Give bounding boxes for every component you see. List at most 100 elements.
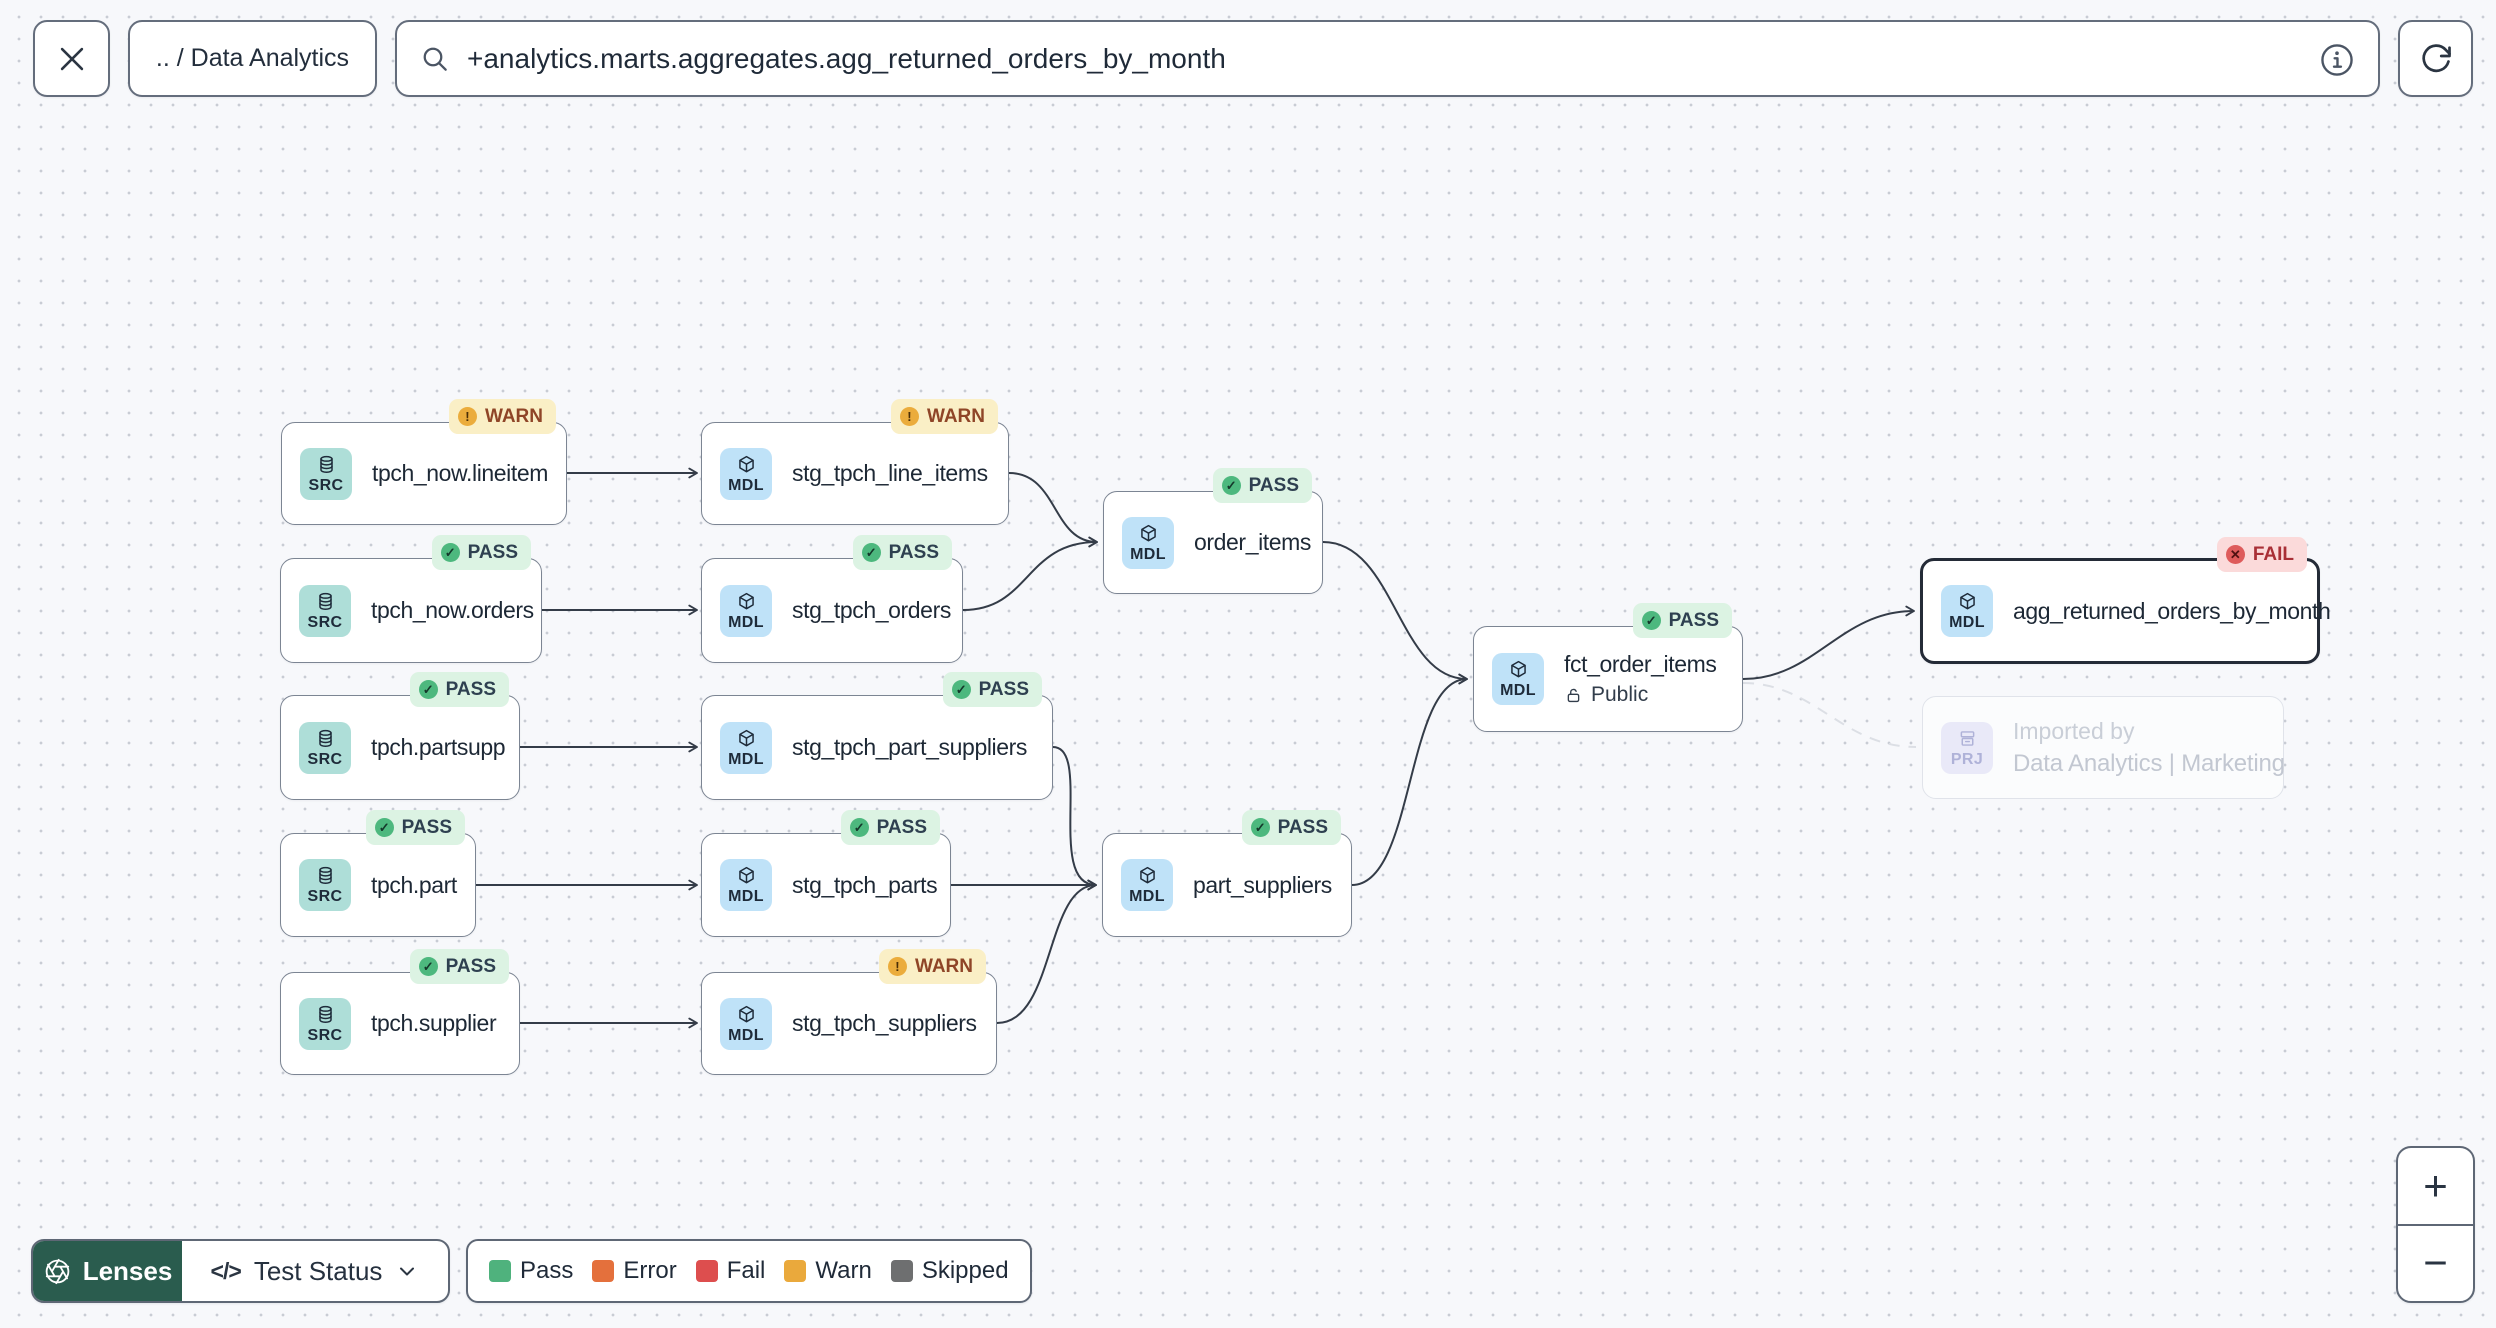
status-label: WARN — [914, 955, 973, 977]
search-input[interactable] — [467, 42, 2308, 75]
node-tpch_now-lineitem[interactable]: ! WARN SRC tpch_now.lineitem — [281, 399, 567, 525]
pass-color-swatch — [489, 1260, 511, 1282]
node-stg_tpch_suppliers[interactable]: ! WARN MDL stg_tpch_suppliers — [701, 949, 997, 1075]
node-tpch-part[interactable]: ✓ PASS SRC tpch.part — [280, 810, 476, 937]
node-tpch-partsupp[interactable]: ✓ PASS SRC tpch.partsupp — [280, 672, 520, 800]
imported-by-title: Imported by — [2013, 717, 2135, 744]
type-label: SRC — [307, 750, 343, 768]
status-label: WARN — [926, 405, 985, 427]
database-icon — [318, 592, 332, 610]
node-agg_returned_orders_by_month[interactable]: ✕ FAIL MDL agg_returned_orders_by_month — [1920, 537, 2331, 664]
lock-open-icon — [1567, 688, 1580, 702]
close-icon — [60, 47, 83, 70]
lens-selector-dropdown[interactable]: </> Test Status — [182, 1241, 448, 1301]
node-label: stg_tpch_suppliers — [792, 1010, 977, 1036]
model-type-chip: MDL — [720, 997, 772, 1050]
breadcrumb[interactable]: .. / Data Analytics — [128, 20, 377, 97]
archive-box-icon — [1960, 730, 1974, 746]
warn-icon: ! — [887, 957, 907, 976]
type-label: SRC — [307, 613, 343, 631]
check-icon: ✓ — [951, 680, 971, 699]
node-label: part_suppliers — [1193, 871, 1332, 898]
node-tpch_now-orders[interactable]: ✓ PASS SRC tpch_now.orders — [280, 535, 542, 663]
status-label: FAIL — [2252, 543, 2294, 565]
zoom-out-button[interactable]: − — [2398, 1223, 2473, 1302]
type-label: MDL — [728, 476, 764, 494]
edge-fct-agg — [1742, 605, 1915, 680]
info-icon[interactable] — [2318, 41, 2356, 79]
check-icon: ✓ — [418, 680, 438, 699]
status-badge: ✓ PASS — [1241, 810, 1341, 845]
node-label: tpch.supplier — [371, 1010, 497, 1036]
node-tpch-supplier[interactable]: ✓ PASS SRC tpch.supplier — [280, 949, 520, 1075]
visibility-label: Public — [1591, 683, 1649, 706]
status-label: PASS — [467, 541, 518, 563]
legend-item-warn: Warn — [784, 1257, 872, 1285]
node-label: stg_tpch_orders — [792, 597, 951, 623]
cube-icon — [738, 729, 754, 746]
edge-stgpartsup-partsuppliers — [1052, 746, 1097, 891]
type-label: MDL — [1949, 614, 1985, 631]
node-stg_tpch_line_items[interactable]: ! WARN MDL stg_tpch_line_items — [701, 399, 1009, 525]
status-badge: ! WARN — [448, 399, 556, 434]
fail-color-swatch — [695, 1260, 718, 1282]
search-box[interactable] — [395, 20, 2380, 97]
lenses-button[interactable]: Lenses — [33, 1241, 182, 1301]
status-badge: ✕ FAIL — [2216, 537, 2307, 572]
node-part_suppliers[interactable]: ✓ PASS MDL part_suppliers — [1102, 810, 1352, 937]
status-badge: ✓ PASS — [942, 672, 1042, 707]
source-type-chip: SRC — [299, 997, 351, 1050]
database-icon — [318, 729, 332, 747]
status-badge: ✓ PASS — [431, 535, 531, 570]
source-type-chip: SRC — [299, 584, 351, 637]
database-icon — [319, 455, 333, 473]
cube-icon — [1959, 592, 1975, 610]
status-badge: ✓ PASS — [409, 949, 509, 984]
chevron-down-icon — [400, 1267, 415, 1276]
edge-stgsuppliers-partsuppliers — [996, 879, 1097, 1024]
node-order_items[interactable]: ✓ PASS MDL order_items — [1103, 468, 1323, 594]
type-label: PRJ — [1950, 750, 1984, 768]
status-label: PASS — [888, 541, 939, 563]
node-label: tpch_now.lineitem — [372, 460, 549, 486]
legend-label: Warn — [815, 1257, 872, 1284]
zoom-controls: + − — [2396, 1146, 2475, 1303]
type-label: SRC — [307, 1026, 343, 1044]
aperture-icon — [45, 1258, 69, 1284]
warn-color-swatch — [784, 1260, 807, 1282]
cube-icon — [738, 592, 754, 609]
node-label: stg_tpch_parts — [792, 871, 938, 898]
status-label: PASS — [445, 955, 496, 977]
zoom-in-button[interactable]: + — [2423, 1161, 2448, 1209]
node-stg_tpch_parts[interactable]: ✓ PASS MDL stg_tpch_parts — [701, 810, 951, 937]
project-type-chip: PRJ — [1941, 721, 1993, 774]
node-stg_tpch_orders[interactable]: ✓ PASS MDL stg_tpch_orders — [701, 535, 963, 663]
check-icon: ✓ — [1641, 611, 1661, 630]
database-icon — [318, 1005, 332, 1023]
node-label: fct_order_items — [1564, 651, 1717, 677]
edge-stgorders-orderitems — [962, 536, 1098, 611]
model-type-chip: MDL — [720, 859, 772, 911]
legend-item-error: Error — [592, 1257, 677, 1285]
source-type-chip: SRC — [299, 859, 351, 911]
node-stg_tpch_part_suppliers[interactable]: ✓ PASS MDL stg_tpch_part_suppliers — [701, 672, 1053, 800]
refresh-button[interactable] — [2398, 20, 2473, 97]
test-status-legend: Pass Error Fail Warn Skipped — [466, 1239, 1032, 1303]
node-fct_order_items[interactable]: ✓ PASS MDL fct_order_items Public — [1473, 603, 1743, 732]
legend-item-pass: Pass — [489, 1257, 573, 1285]
status-label: PASS — [445, 678, 496, 700]
type-label: MDL — [728, 613, 764, 631]
code-icon: </> — [210, 1257, 242, 1284]
node-imported-by-project[interactable]: PRJ Imported by Data Analytics | Marketi… — [1922, 696, 2285, 799]
cube-icon — [738, 866, 754, 884]
edge-fct-importedby — [1742, 682, 1917, 748]
imported-by-projects: Data Analytics | Marketing — [2013, 749, 2285, 777]
model-type-chip: MDL — [720, 584, 772, 637]
refresh-icon — [2421, 43, 2451, 72]
database-icon — [318, 866, 332, 884]
cube-icon — [738, 455, 754, 472]
type-label: MDL — [728, 750, 764, 768]
fail-icon: ✕ — [2225, 545, 2245, 564]
close-button[interactable] — [33, 20, 110, 97]
status-label: PASS — [1277, 816, 1328, 838]
